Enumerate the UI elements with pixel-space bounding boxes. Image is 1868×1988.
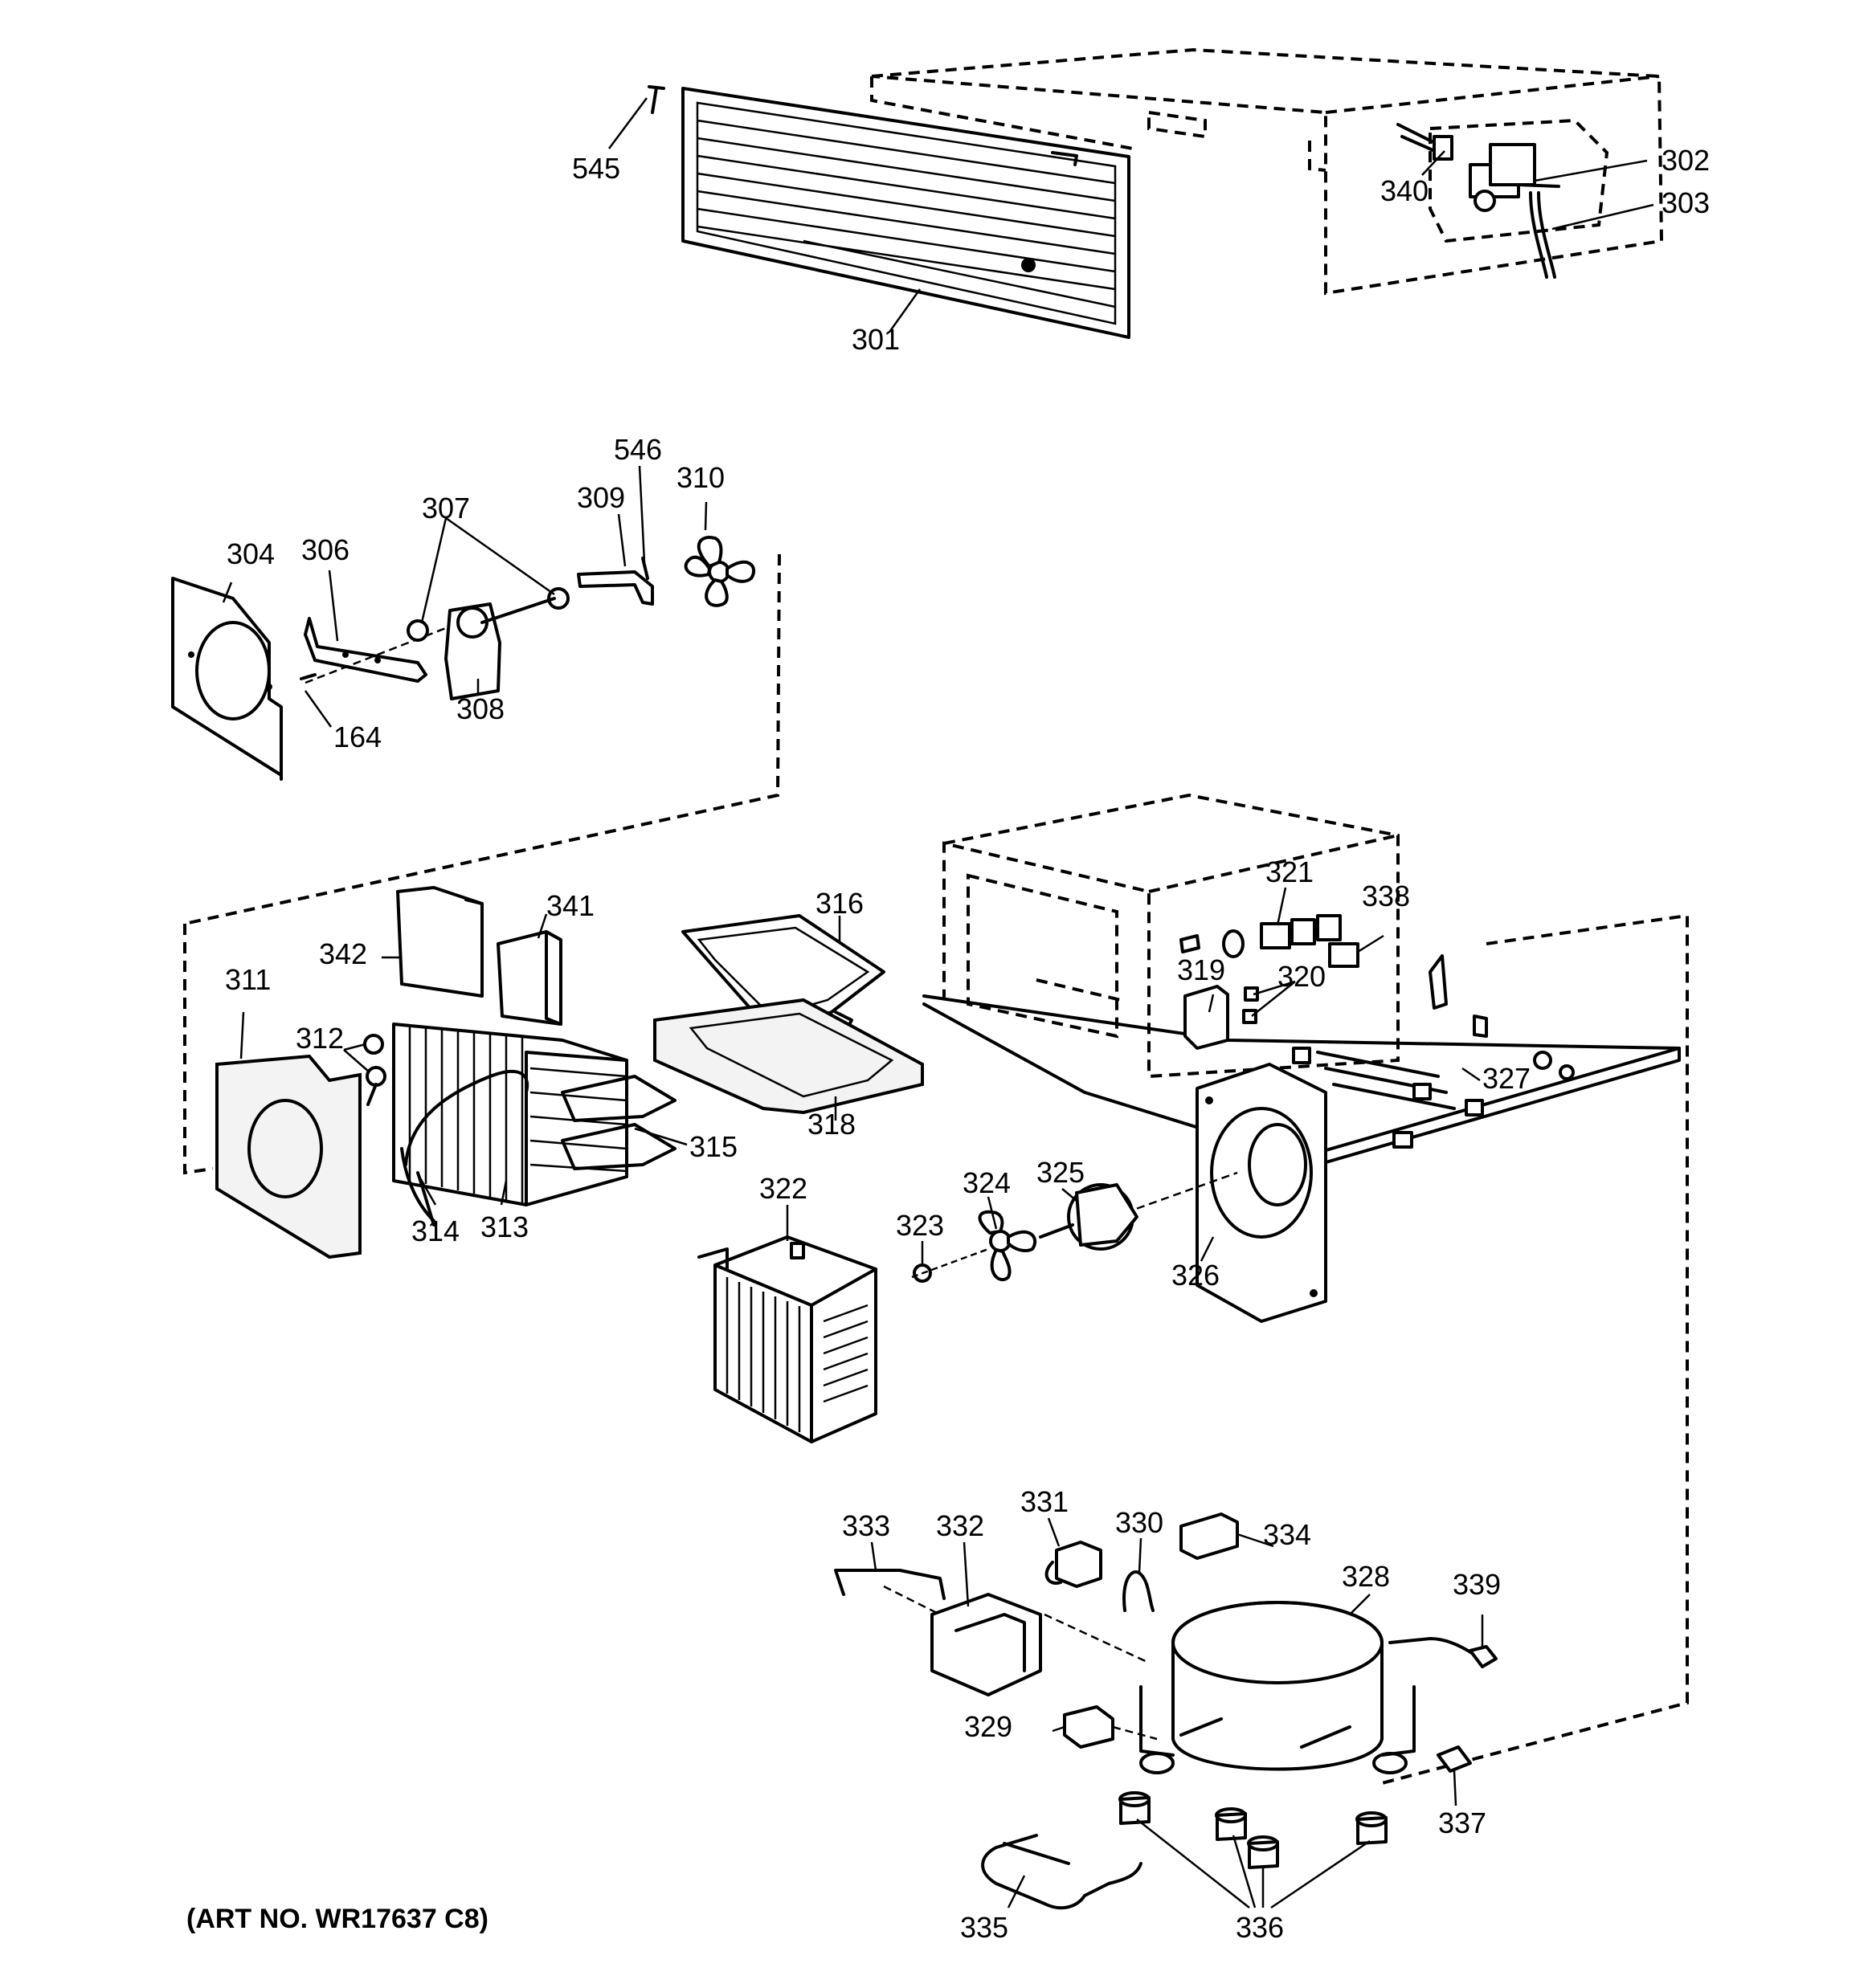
label-307: 307 — [422, 492, 470, 525]
label-341: 341 — [546, 889, 595, 922]
label-546: 546 — [614, 433, 662, 466]
art-number: (ART NO. WR17637 C8) — [186, 1904, 488, 1934]
part-304-bracket-plate — [171, 577, 283, 781]
label-323: 323 — [896, 1209, 944, 1242]
label-301: 301 — [852, 323, 900, 356]
part-334-overload — [1179, 1512, 1239, 1560]
machine-compartment-outline — [942, 793, 1400, 1079]
leader-lines — [222, 97, 1654, 1909]
label-342: 342 — [319, 937, 367, 970]
part-313-evaporator — [392, 1023, 628, 1227]
label-164: 164 — [333, 720, 382, 753]
part-310-fan-blade — [684, 536, 756, 607]
label-333: 333 — [842, 1509, 890, 1542]
part-341-insulation-pad — [497, 930, 562, 1026]
part-545-screw — [648, 85, 665, 114]
label-329: 329 — [964, 1710, 1012, 1743]
label-324: 324 — [963, 1166, 1011, 1199]
part-342-insulation-pad — [396, 886, 484, 998]
part-314-tube — [400, 1147, 435, 1223]
part-309-bracket — [577, 570, 654, 606]
label-319: 319 — [1177, 953, 1225, 986]
part-333-wire-clip — [834, 1569, 946, 1600]
part-325-condenser-fan-motor — [1039, 1183, 1138, 1251]
label-332: 332 — [936, 1509, 984, 1542]
upper-housing-outline — [870, 47, 1664, 296]
label-334: 334 — [1263, 1518, 1311, 1551]
label-335: 335 — [960, 1911, 1008, 1944]
fan-box-outline — [184, 553, 781, 925]
label-328: 328 — [1342, 1560, 1390, 1593]
label-302: 302 — [1662, 144, 1710, 177]
label-310: 310 — [676, 461, 725, 494]
label-338: 338 — [1362, 880, 1410, 912]
label-545: 545 — [572, 152, 620, 185]
part-338-relay — [1328, 942, 1359, 968]
label-326: 326 — [1171, 1259, 1220, 1292]
label-318: 318 — [807, 1108, 856, 1141]
label-321: 321 — [1265, 855, 1314, 888]
label-315: 315 — [689, 1130, 738, 1163]
label-327: 327 — [1482, 1062, 1531, 1095]
label-306: 306 — [301, 533, 349, 566]
part-318-drain-pan-insulation — [653, 998, 924, 1115]
part-316-drain-pan — [681, 914, 885, 1038]
label-322: 322 — [759, 1172, 807, 1205]
part-322-condenser — [697, 1235, 877, 1443]
label-331: 331 — [1020, 1485, 1069, 1518]
part-336-grommets — [1118, 1791, 1388, 1869]
label-308: 308 — [456, 692, 505, 725]
part-329-start-relay — [1063, 1705, 1158, 1749]
part-306-bracket — [304, 617, 427, 683]
part-340-wire-harness — [1396, 123, 1453, 161]
part-303-tube — [1529, 191, 1556, 279]
label-304: 304 — [227, 537, 275, 570]
evaporator-box-outline — [183, 924, 214, 1175]
label-337: 337 — [1438, 1806, 1486, 1839]
label-336: 336 — [1236, 1911, 1284, 1944]
part-number-labels: 545 301 340 302 303 546 310 309 307 304 … — [186, 144, 1710, 1944]
label-311: 311 — [225, 963, 271, 996]
part-315-heater — [561, 1075, 676, 1170]
label-316: 316 — [815, 887, 864, 920]
part-302-water-valve — [1469, 143, 1560, 212]
part-330-strap — [1122, 1570, 1155, 1612]
compressor-box-outline — [1381, 913, 1689, 1785]
part-319-control-box — [1179, 929, 1245, 1050]
part-321-connector-block — [1260, 914, 1342, 949]
part-339-power-cord — [1388, 1637, 1498, 1668]
label-339: 339 — [1453, 1568, 1501, 1601]
part-335-dryer-tube — [981, 1834, 1142, 1910]
part-332-relay-cover — [883, 1585, 1150, 1696]
label-313: 313 — [480, 1210, 529, 1243]
label-340: 340 — [1380, 174, 1429, 207]
label-325: 325 — [1036, 1156, 1085, 1189]
label-320: 320 — [1277, 960, 1326, 993]
label-303: 303 — [1662, 186, 1710, 219]
label-309: 309 — [577, 481, 625, 514]
part-308-fan-motor — [444, 597, 556, 700]
part-331-capacitor — [1044, 1541, 1102, 1588]
label-312: 312 — [296, 1022, 344, 1055]
part-328-compressor — [1139, 1601, 1416, 1774]
part-324-condenser-fan-blade — [978, 1210, 1037, 1282]
part-326-shroud — [1124, 1063, 1327, 1323]
part-337-clip — [1437, 1745, 1472, 1773]
label-330: 330 — [1115, 1506, 1163, 1539]
part-301-grille — [681, 87, 1130, 339]
label-314: 314 — [411, 1214, 460, 1247]
part-311-foam-insert — [215, 1054, 362, 1259]
